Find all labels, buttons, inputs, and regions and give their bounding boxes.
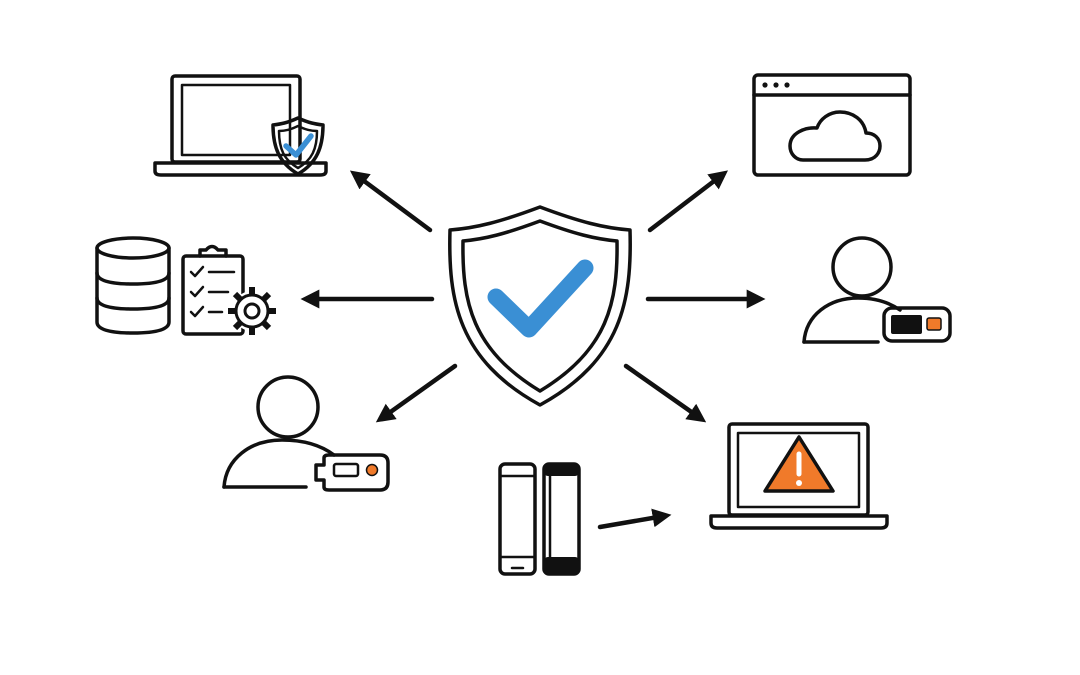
laptop-shield-icon [153, 74, 328, 177]
checklist-icon [181, 244, 245, 336]
user-security-key-icon [222, 375, 390, 492]
arrow-phones-to-laptop [597, 508, 672, 530]
arrow-to-secure-laptop [349, 170, 433, 233]
user-security-key-icon [802, 236, 952, 344]
shield-check-icon [448, 205, 632, 407]
checkmark-icon [487, 259, 594, 338]
phones-icon [498, 462, 581, 576]
gear-icon [228, 287, 276, 335]
database-checklist-icon [95, 236, 276, 336]
laptop-warning-icon [709, 422, 889, 530]
database-icon [95, 236, 171, 335]
arrow-to-user-token-left [375, 363, 458, 423]
arrow-to-alert-laptop [623, 363, 707, 423]
browser-cloud-icon [752, 73, 912, 177]
arrow-to-cloud-browser [647, 170, 729, 233]
